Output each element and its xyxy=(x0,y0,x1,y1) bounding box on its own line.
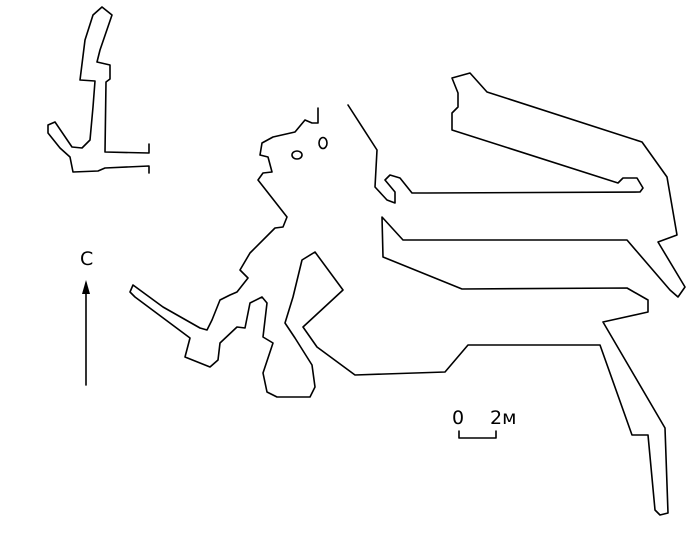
upper-left-passage-outline xyxy=(47,6,150,174)
pillar-outline xyxy=(318,136,328,150)
pillar-outline xyxy=(291,150,303,160)
north-arrow-icon xyxy=(82,280,90,386)
scale-start-label: 0 xyxy=(452,407,465,429)
scale-end-label: 2м xyxy=(490,407,517,429)
scale-bar xyxy=(458,430,497,439)
central-chamber-outline xyxy=(129,72,686,516)
north-label: С xyxy=(80,248,94,270)
